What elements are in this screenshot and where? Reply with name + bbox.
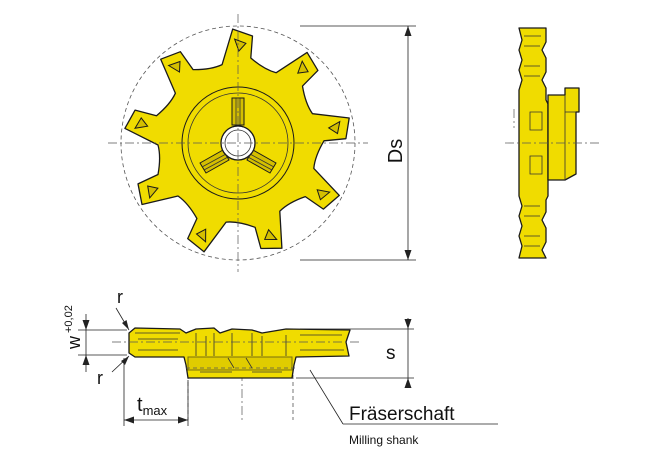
tooth-insert: [327, 120, 341, 135]
side-disc: [518, 27, 549, 259]
tooth-insert: [297, 60, 309, 74]
bottom-view: w +0,02 r r s tmax Fräserschaft Milling …: [63, 287, 498, 447]
t-label: tmax: [137, 394, 168, 418]
tooth-insert: [233, 38, 247, 52]
center-bore: [220, 125, 256, 161]
side-view: [505, 27, 600, 259]
r-top-label: r: [117, 287, 123, 307]
r-bottom-label: r: [97, 368, 103, 388]
blade-profile: [128, 327, 351, 379]
tooth-insert: [263, 228, 278, 241]
s-label: s: [386, 343, 396, 364]
tooth-inserts: [134, 38, 341, 243]
tooth-insert: [134, 117, 149, 129]
shank-label-de: Fräserschaft: [349, 404, 455, 425]
tooth-insert: [167, 60, 181, 73]
tooth-insert: [316, 189, 331, 201]
tooth-insert: [147, 185, 159, 200]
t-subscript: max: [143, 403, 168, 418]
tooth-insert: [195, 228, 207, 243]
t-base: t: [137, 394, 143, 416]
w-tolerance-label: +0,02: [63, 305, 75, 333]
shank-label-en: Milling shank: [349, 433, 419, 447]
ds-label: Ds: [385, 139, 407, 163]
w-label: w: [64, 335, 84, 350]
ds-dimension: Ds: [300, 25, 416, 261]
side-hub: [547, 87, 580, 181]
front-view: [108, 14, 368, 272]
